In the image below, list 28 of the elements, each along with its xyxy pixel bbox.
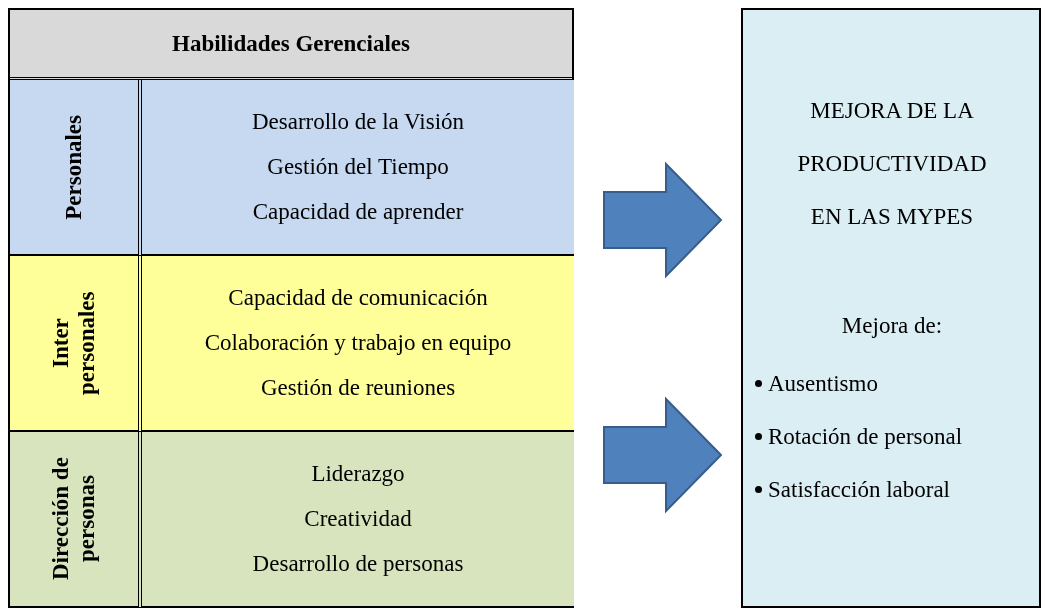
skill-text: Gestión de reuniones	[260, 375, 456, 401]
bullet-item: Ausentismo	[768, 370, 878, 398]
category-label: Personales	[60, 114, 87, 220]
category-cell	[10, 432, 142, 608]
skill-text: Capacidad de aprender	[252, 199, 464, 225]
table-title: Habilidades Gerenciales	[172, 30, 410, 57]
category-cell	[10, 80, 142, 256]
skills-cell	[142, 432, 574, 608]
skill-text: Capacidad de comunicación	[228, 285, 488, 311]
skills-table	[8, 8, 574, 608]
bullet-item: Satisfacción laboral	[768, 476, 950, 504]
skills-cell	[142, 80, 574, 256]
skill-text: Liderazgo	[311, 461, 405, 487]
skill-text: Desarrollo de personas	[252, 551, 464, 577]
bullet-item: Rotación de personal	[768, 423, 963, 451]
skill-text: Colaboración y trabajo en equipo	[204, 330, 512, 356]
block-arrow	[603, 396, 723, 514]
category-label: Dirección de personas	[47, 456, 100, 583]
result-subheading: Mejora de:	[840, 313, 944, 339]
block-arrow	[603, 161, 723, 279]
skill-text: Creatividad	[304, 506, 412, 532]
category-label: Inter personales	[47, 290, 100, 397]
skills-cell	[142, 256, 574, 432]
category-cell	[10, 256, 142, 432]
skill-text: Gestión del Tiempo	[267, 154, 449, 180]
skill-text: Desarrollo de la Visión	[251, 109, 465, 135]
result-heading: MEJORA DE LA PRODUCTIVIDAD EN LAS MYPES	[796, 97, 988, 231]
result-box	[741, 8, 1041, 608]
